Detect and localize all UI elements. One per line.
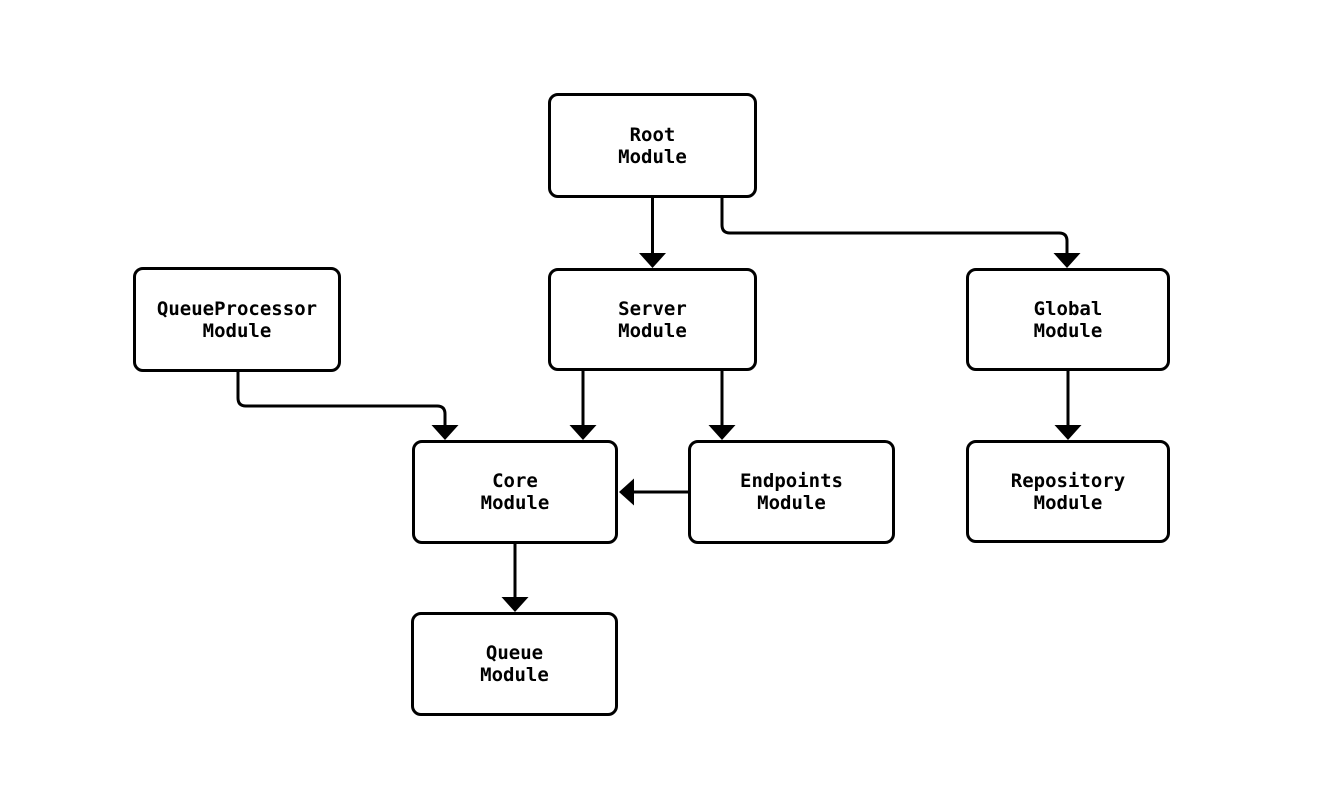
node-queueprocessor-module-label: QueueProcessor Module — [156, 297, 318, 342]
node-repository-module-label: Repository Module — [1010, 469, 1126, 514]
arrowhead-down-icon — [1053, 253, 1081, 268]
edge-queueprocessor-to-core — [236, 372, 459, 440]
edge-root-to-global — [720, 198, 1081, 268]
arrowhead-down-icon — [1054, 425, 1082, 440]
arrowhead-down-icon — [501, 597, 529, 612]
edge-line — [720, 198, 1069, 254]
edge-global-to-repository — [1054, 371, 1082, 440]
edge-server-to-core — [569, 371, 597, 440]
edge-root-to-server — [639, 198, 666, 268]
node-queueprocessor-module: QueueProcessor Module — [133, 267, 341, 372]
edge-server-to-endpoints — [708, 371, 736, 440]
edge-endpoints-to-core — [619, 478, 688, 506]
node-server-module: Server Module — [548, 268, 757, 371]
arrowhead-left-icon — [619, 478, 634, 506]
node-queue-module-label: Queue Module — [480, 642, 549, 686]
node-core-module-label: Core Module — [480, 470, 550, 514]
node-root-module: Root Module — [548, 93, 757, 198]
edge-line — [236, 372, 447, 426]
node-endpoints-module-label: Endpoints Module — [740, 470, 843, 514]
node-global-module-label: Global Module — [1033, 297, 1103, 342]
node-global-module: Global Module — [966, 268, 1170, 371]
node-server-module-label: Server Module — [618, 297, 687, 342]
arrowhead-down-icon — [639, 253, 666, 268]
arrowhead-down-icon — [708, 425, 736, 440]
edge-core-to-queue — [501, 544, 529, 612]
node-repository-module: Repository Module — [966, 440, 1170, 543]
node-core-module: Core Module — [412, 440, 618, 544]
arrowhead-down-icon — [431, 425, 459, 440]
node-endpoints-module: Endpoints Module — [688, 440, 895, 544]
arrowhead-down-icon — [569, 425, 597, 440]
node-queue-module: Queue Module — [411, 612, 618, 716]
node-root-module-label: Root Module — [618, 123, 687, 168]
